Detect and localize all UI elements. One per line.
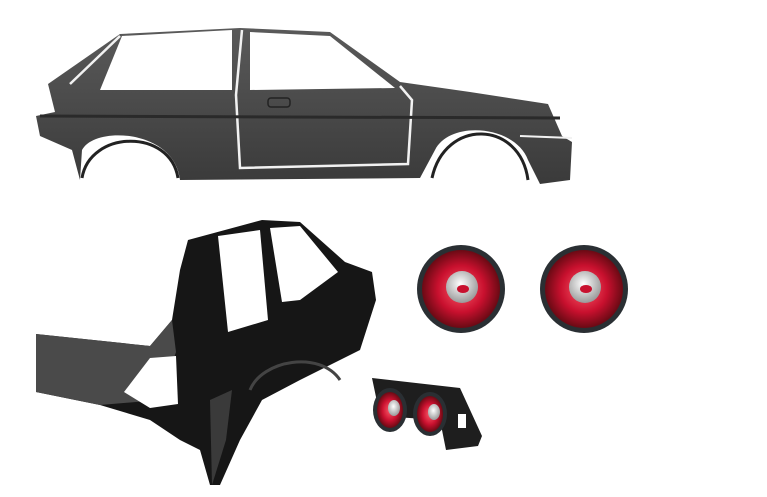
logo-badge <box>457 285 469 293</box>
door-window <box>250 32 395 90</box>
speaker-left <box>417 245 505 333</box>
car-side-body <box>36 28 573 184</box>
rear-window <box>100 30 232 90</box>
speaker-right <box>540 245 628 333</box>
logo-badge <box>580 285 592 293</box>
door-handle <box>267 97 291 108</box>
speaker-box <box>372 378 482 450</box>
rear-side-window <box>218 230 268 332</box>
door-window <box>270 226 338 302</box>
car-rear-body <box>36 220 376 485</box>
tail-light <box>124 356 178 408</box>
